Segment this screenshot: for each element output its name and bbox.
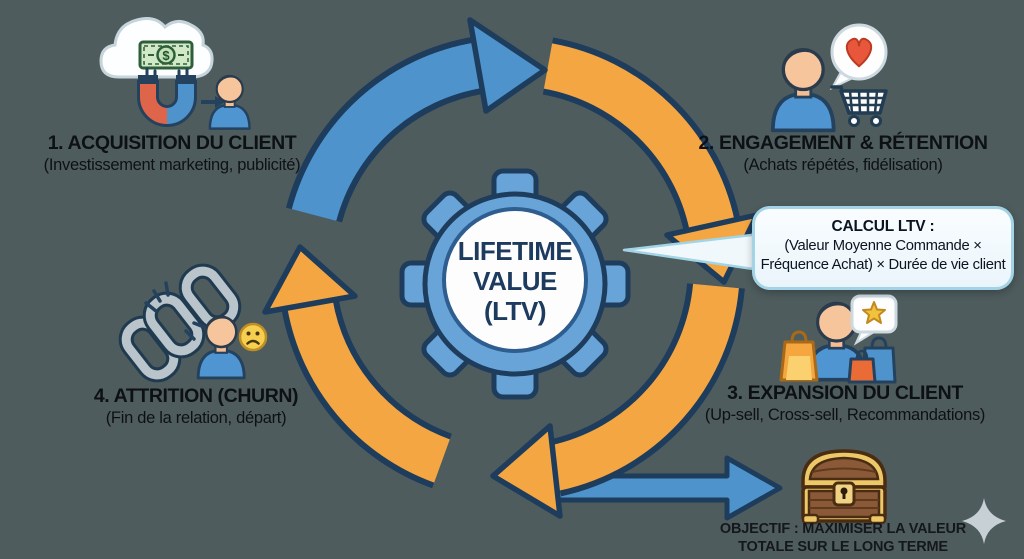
right-arrow-icon — [201, 96, 225, 108]
shopping-cart-icon — [830, 85, 888, 127]
person-icon — [770, 47, 836, 133]
stage-4-subtitle: (Fin de la relation, départ) — [105, 409, 287, 427]
cycle-arrow-blue — [285, 17, 548, 224]
heart-bubble-icon — [829, 23, 888, 91]
dollar-sign: $ — [162, 48, 170, 63]
gear-icon: LIFETIME VALUE (LTV) — [399, 168, 631, 400]
stage-3-subtitle: (Up-sell, Cross-sell, Recommandations) — [704, 406, 986, 424]
heart-icon — [845, 37, 873, 68]
objective-line2: TOTALE SUR LE LONG TERME — [738, 539, 948, 555]
magnet-icon — [137, 75, 197, 127]
stage-1-title: 1. ACQUISITION DU CLIENT — [47, 132, 297, 154]
objective-label: OBJECTIF : MAXIMISER LA VALEUR TOTALE SU… — [720, 520, 966, 556]
stage-2-title: 2. ENGAGEMENT & RÉTENTION — [698, 132, 988, 154]
callout-formula-line2: Fréquence Achat) × Durée de vie client — [760, 257, 1006, 273]
gear-text-line1: LIFETIME — [458, 236, 573, 266]
gift-bag-icon — [779, 330, 819, 382]
break-spark-lines — [144, 281, 206, 341]
acquisition-icon: $ — [99, 17, 251, 130]
cycle-arrow-orange-top-right — [542, 37, 760, 285]
stage-3-label: 3. EXPANSION DU CLIENT (Up-sell, Cross-s… — [705, 382, 985, 427]
ltv-formula-callout: CALCUL LTV : (Valeur Moyenne Commande × … — [752, 206, 1014, 290]
star-bubble-icon — [850, 294, 898, 346]
stage-3-title: 3. EXPANSION DU CLIENT — [727, 382, 963, 404]
stage-2-subtitle: (Achats répétés, fidélisation) — [743, 156, 943, 174]
gear-text-line2: VALUE — [473, 266, 557, 296]
cycle-arrow-orange-left — [262, 244, 453, 489]
callout-formula-line1: (Valeur Moyenne Commande × — [784, 238, 982, 254]
objective-line1: OBJECTIF : MAXIMISER LA VALEUR — [719, 521, 967, 537]
stage-4-title: 4. ATTRITION (CHURN) — [93, 385, 299, 407]
stage-4-label: 4. ATTRITION (CHURN) (Fin de la relation… — [93, 385, 299, 430]
sad-emoji-icon — [238, 322, 268, 352]
cycle-arrow-orange-bottom-right — [490, 282, 745, 519]
stage-2-label: 2. ENGAGEMENT & RÉTENTION (Achats répété… — [698, 132, 987, 177]
star-icon — [862, 301, 886, 324]
callout-title: CALCUL LTV : — [831, 218, 935, 235]
objective-arrow — [545, 455, 783, 521]
broken-chain-icon — [120, 265, 240, 381]
expansion-icon — [779, 294, 898, 384]
treasure-chest-icon — [801, 449, 887, 525]
banknote-icon: $ — [138, 40, 194, 70]
callout-pointer — [622, 232, 762, 272]
orange-bag-icon — [847, 349, 877, 384]
stage-1-subtitle: (Investissement marketing, publicité) — [43, 156, 301, 174]
chest-lock — [832, 481, 856, 507]
stage-1-label: 1. ACQUISITION DU CLIENT (Investissement… — [44, 132, 301, 177]
gear-text-line3: (LTV) — [484, 296, 546, 326]
sparkle-icon — [962, 498, 1006, 544]
engagement-icon — [770, 23, 888, 133]
attrition-icon — [110, 275, 268, 387]
